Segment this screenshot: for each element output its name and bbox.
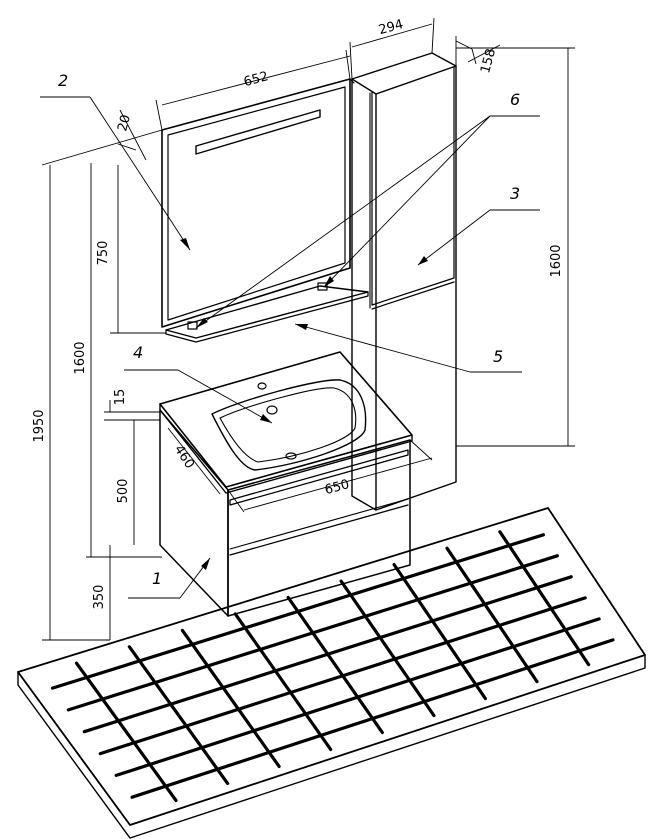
mirror-height-label: 750 — [96, 241, 111, 266]
floor-tiles — [17, 507, 646, 839]
vanity-width-label: 650 — [323, 477, 351, 498]
callout-6: 6 — [510, 90, 520, 109]
mirror-top-height-label: 1600 — [73, 341, 88, 374]
cabinet-depth-label: 158 — [478, 47, 499, 75]
vanity-height-label: 500 — [116, 479, 131, 504]
tall-cabinet-height-label: 1600 — [549, 244, 564, 277]
glass-shelf — [165, 282, 369, 343]
callout-3: 3 — [510, 184, 520, 203]
vanity-unit — [159, 409, 411, 617]
callout-1: 1 — [152, 569, 162, 588]
total-height-label: 1950 — [32, 409, 47, 442]
vanity-depth-label: 460 — [171, 443, 197, 472]
mirror-width-label: 652 — [242, 69, 270, 90]
dimension-texts: 652 294 158 20 750 1600 1950 1600 15 500… — [32, 17, 564, 609]
arrowheads — [180, 238, 428, 570]
callout-2: 2 — [58, 71, 68, 90]
mirror-depth-label: 20 — [115, 113, 134, 133]
dimension-lines — [41, 17, 575, 641]
cabinet-width-label: 294 — [377, 17, 405, 38]
sink-thickness-label: 15 — [113, 389, 128, 406]
callout-4: 4 — [133, 343, 143, 362]
sink-countertop — [159, 351, 413, 494]
leader-lines — [40, 96, 540, 599]
callout-numbers: 1 2 3 4 5 6 — [58, 71, 520, 588]
callout-5: 5 — [493, 347, 503, 366]
mirror — [161, 78, 355, 328]
legs-height-label: 350 — [92, 585, 107, 610]
